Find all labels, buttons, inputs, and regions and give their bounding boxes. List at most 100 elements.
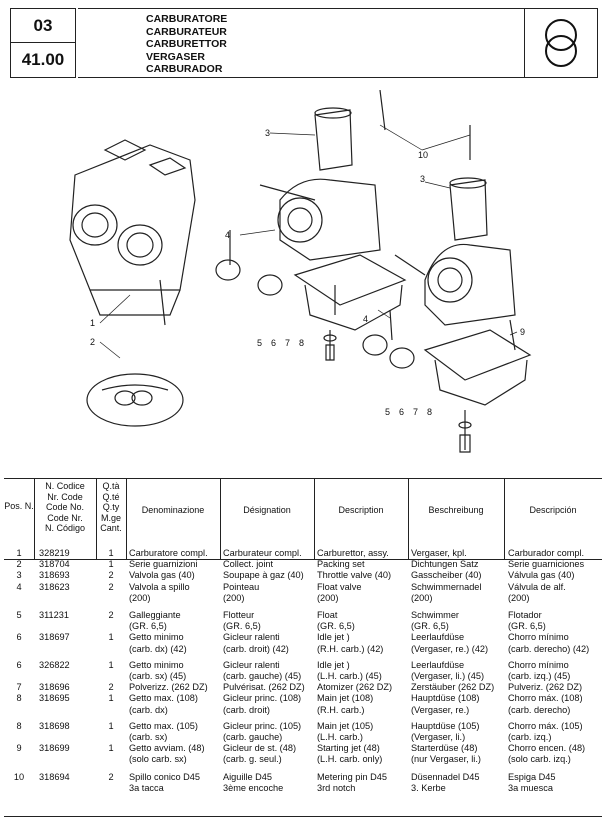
cell-it: (carb. sx) (45)	[129, 671, 187, 681]
gasket-set-illustration	[86, 373, 184, 427]
cell-it: Getto minimo	[129, 632, 184, 643]
header-french: Désignation	[243, 505, 291, 515]
cell-fr: (200)	[223, 592, 245, 603]
cell-pos: 2	[16, 559, 22, 570]
cell-en: (L.H. carb.)	[317, 732, 363, 742]
cell-en: Idle jet )	[317, 632, 350, 643]
cell-pos: 1	[16, 548, 22, 558]
cell-es: (carb. derecho)	[508, 704, 571, 715]
callout-1: 1	[90, 318, 95, 328]
cell-fr: (carb. g. seul.)	[223, 754, 282, 765]
cell-qty: 2	[108, 682, 114, 693]
cell-es: (carb. izq.)	[508, 732, 552, 742]
cell-de: Schwimmer	[411, 610, 459, 620]
cell-es: Válvula de alf.	[508, 581, 566, 592]
cell-code: 318696	[39, 682, 70, 693]
cell-pos: 4	[16, 581, 22, 592]
cell-fr: Aiguille D45	[223, 771, 273, 782]
cell-en: Float	[317, 610, 338, 620]
cell-code: 318699	[39, 743, 70, 754]
cell-es: Carburador compl.	[508, 548, 585, 558]
cell-pos: 6	[16, 632, 22, 643]
cell-de: (GR. 6,5)	[411, 621, 449, 632]
callout-4b: 4	[363, 314, 368, 324]
cell-en: Throttle valve (40)	[317, 570, 392, 581]
cell-de: Schwimmernadel	[411, 581, 482, 592]
right-carburettor-exploded	[215, 107, 407, 361]
cell-en: Carburettor, assy.	[317, 548, 389, 558]
cell-it: 3a tacca	[129, 782, 164, 793]
section-header-box: 03 41.00	[10, 8, 76, 78]
cell-pos: 8	[16, 720, 22, 731]
cell-fr: Gicleur princ. (105)	[223, 720, 302, 731]
cell-it: Getto max. (108)	[129, 693, 198, 704]
cell-es: Flotador	[508, 610, 542, 620]
cell-it: Getto minimo	[129, 659, 184, 670]
gasket-rings-icon	[545, 19, 577, 67]
cell-qty: 2	[108, 570, 114, 581]
callout-7a: 7	[285, 338, 290, 348]
cell-qty: 2	[108, 771, 114, 782]
title-es: CARBURADOR	[146, 63, 223, 75]
cell-code: 318697	[39, 632, 70, 643]
cell-es: Espiga D45	[508, 771, 556, 782]
cell-qty: 2	[108, 610, 114, 620]
cell-it: Polverizz. (262 DZ)	[129, 682, 208, 693]
callout-8b: 8	[427, 407, 432, 417]
cell-pos: 7	[16, 682, 22, 693]
cell-it: Getto max. (105)	[129, 720, 198, 731]
callout-9: 9	[520, 327, 525, 337]
header-italian: Denominazione	[141, 505, 205, 515]
title-block: CARBURATORE CARBURATEUR CARBURETTOR VERG…	[78, 8, 525, 78]
header-pos: Pos. N.	[4, 501, 34, 511]
cell-fr: (carb. gauche) (45)	[223, 671, 302, 681]
cell-en: Metering pin D45	[317, 771, 387, 782]
carburettor-assembly-illustration	[69, 139, 196, 326]
cell-it: Galleggiante	[129, 610, 181, 620]
cell-de: (Vergaser, li.)	[411, 732, 466, 742]
cell-it: Getto avviam. (48)	[129, 743, 205, 754]
header-german: Beschreibung	[428, 505, 484, 515]
callout-7b: 7	[413, 407, 418, 417]
cell-es: Chorro máx. (108)	[508, 693, 583, 704]
cell-de: Leerlaufdüse	[411, 659, 465, 670]
cell-de: (Vergaser, re.) (42)	[411, 643, 489, 654]
cell-de: 3. Kerbe	[411, 782, 446, 793]
cell-en: Idle jet )	[317, 659, 350, 670]
cell-en: (L.H. carb.) (45)	[317, 671, 382, 681]
cell-es: (carb. derecho) (42)	[508, 643, 590, 654]
cell-fr: (carb. droit) (42)	[223, 643, 289, 654]
cell-de: Düsennadel D45	[411, 771, 480, 782]
cell-pos: 5	[16, 610, 22, 620]
header-spanish: Descripción	[529, 505, 577, 515]
cell-es: Chorro mínimo	[508, 632, 569, 643]
cell-it: Valvola a spillo	[129, 581, 190, 592]
cell-es: Serie guarniciones	[508, 559, 585, 570]
cell-it: (solo carb. sx)	[129, 754, 187, 765]
cell-fr: Gicleur ralenti	[223, 632, 280, 643]
cell-fr: Soupape à gaz (40)	[223, 570, 304, 581]
cell-qty: 1	[108, 693, 114, 704]
cell-en: (L.H. carb. only)	[317, 754, 383, 765]
callout-10: 10	[418, 150, 428, 160]
cell-pos: 6	[16, 659, 22, 670]
cell-es: (200)	[508, 592, 530, 603]
cell-de: Leerlaufdüse	[411, 632, 465, 643]
cell-fr: Flotteur	[223, 610, 255, 620]
cell-de: (nur Vergaser, li.)	[411, 754, 481, 765]
cell-fr: 3ème encoche	[223, 782, 284, 793]
cell-de: Hauptdüse (108)	[411, 693, 480, 704]
section-number: 03	[11, 9, 75, 43]
cell-es: Chorro mínimo	[508, 659, 569, 670]
title-fr: CARBURATEUR	[146, 25, 227, 38]
cell-fr: Gicleur ralenti	[223, 659, 280, 670]
cell-pos: 3	[16, 570, 22, 581]
cell-code: 318623	[39, 581, 70, 592]
cell-code: 311231	[39, 610, 69, 620]
cell-it: Serie guarnizioni	[129, 559, 198, 570]
exploded-carburettor-diagram: 1 2 3 3 4 4 5 6 7 8 5 6 7 8 9 10	[69, 90, 532, 453]
cell-it: Carburatore compl.	[129, 548, 208, 558]
cell-en: (R.H. carb.)	[317, 704, 365, 715]
cell-it: Valvola gas (40)	[129, 570, 195, 581]
